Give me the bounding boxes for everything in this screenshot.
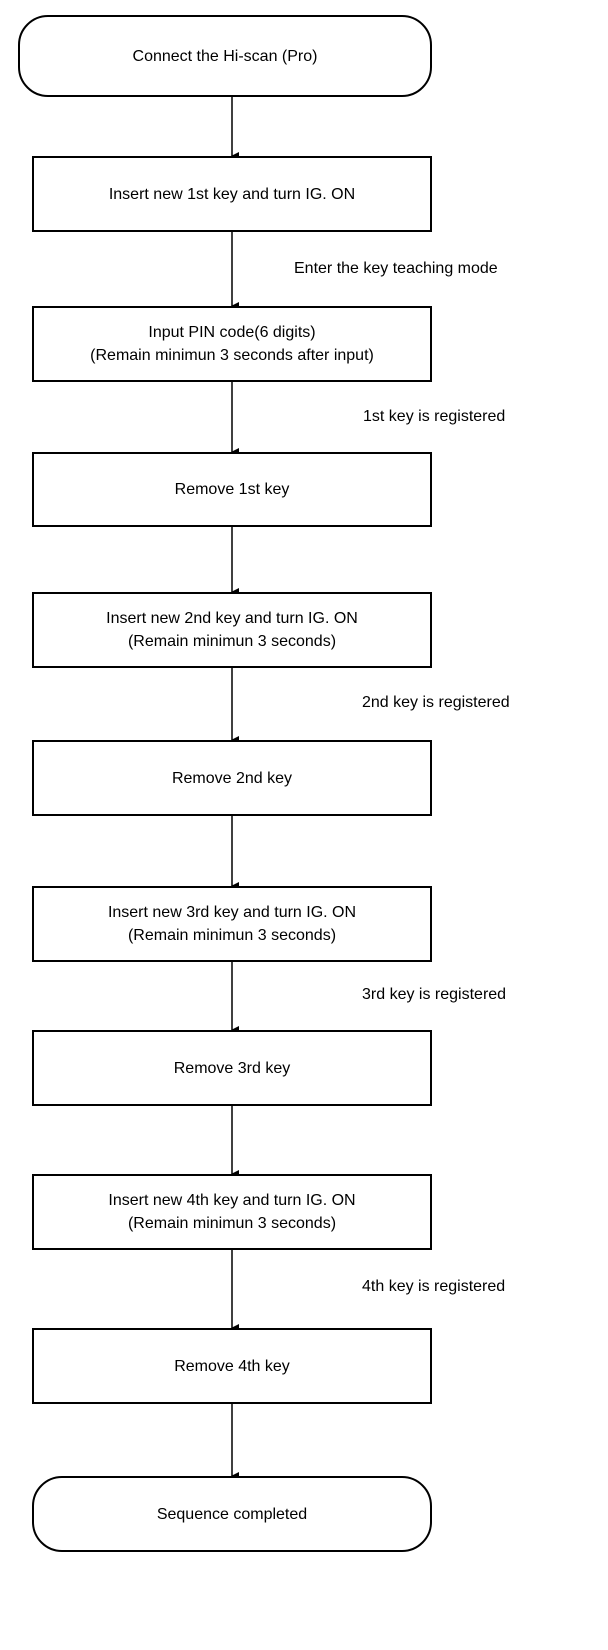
- end-label: Sequence completed: [156, 1505, 308, 1523]
- annotation-3rd-key-registered: 3rd key is registered: [362, 986, 507, 1003]
- step-remove-1st-key: Remove 1st key: [32, 452, 432, 527]
- step-input-pin-code: Input PIN code(6 digits) (Remain minimun…: [32, 306, 432, 382]
- step-remove-2nd-key: Remove 2nd key: [32, 740, 432, 816]
- step-line: (Remain minimun 3 seconds): [127, 927, 337, 944]
- step-line: Remove 4th key: [174, 1357, 290, 1375]
- step-insert-3rd-key: Insert new 3rd key and turn IG. ON (Rema…: [32, 886, 432, 962]
- annotation-1st-key-registered: 1st key is registered: [363, 408, 506, 425]
- step-line: (Remain minimun 3 seconds after input): [90, 347, 374, 364]
- start-label: Connect the Hi-scan (Pro): [132, 47, 318, 65]
- step-line: Remove 2nd key: [171, 769, 293, 787]
- start-terminal: Connect the Hi-scan (Pro): [18, 15, 432, 97]
- step-insert-2nd-key: Insert new 2nd key and turn IG. ON (Rema…: [32, 592, 432, 668]
- annotation-key-teaching-mode: Enter the key teaching mode: [294, 260, 498, 277]
- end-terminal: Sequence completed: [32, 1476, 432, 1552]
- annotation-2nd-key-registered: 2nd key is registered: [362, 694, 510, 711]
- step-line: Insert new 4th key and turn IG. ON: [108, 1192, 356, 1209]
- step-line: Remove 1st key: [174, 481, 290, 498]
- step-line: (Remain minimun 3 seconds): [127, 633, 337, 650]
- step-line: Remove 3rd key: [173, 1059, 291, 1077]
- step-remove-3rd-key: Remove 3rd key: [32, 1030, 432, 1106]
- step-line: (Remain minimun 3 seconds): [127, 1215, 337, 1232]
- annotation-4th-key-registered: 4th key is registered: [362, 1278, 506, 1295]
- step-insert-4th-key: Insert new 4th key and turn IG. ON (Rema…: [32, 1174, 432, 1250]
- step-line: Insert new 2nd key and turn IG. ON: [106, 610, 358, 627]
- step-insert-1st-key: Insert new 1st key and turn IG. ON: [32, 156, 432, 232]
- step-line: Insert new 1st key and turn IG. ON: [108, 185, 356, 203]
- step-line: Input PIN code(6 digits): [148, 324, 316, 341]
- step-line: Insert new 3rd key and turn IG. ON: [107, 904, 357, 921]
- step-remove-4th-key: Remove 4th key: [32, 1328, 432, 1404]
